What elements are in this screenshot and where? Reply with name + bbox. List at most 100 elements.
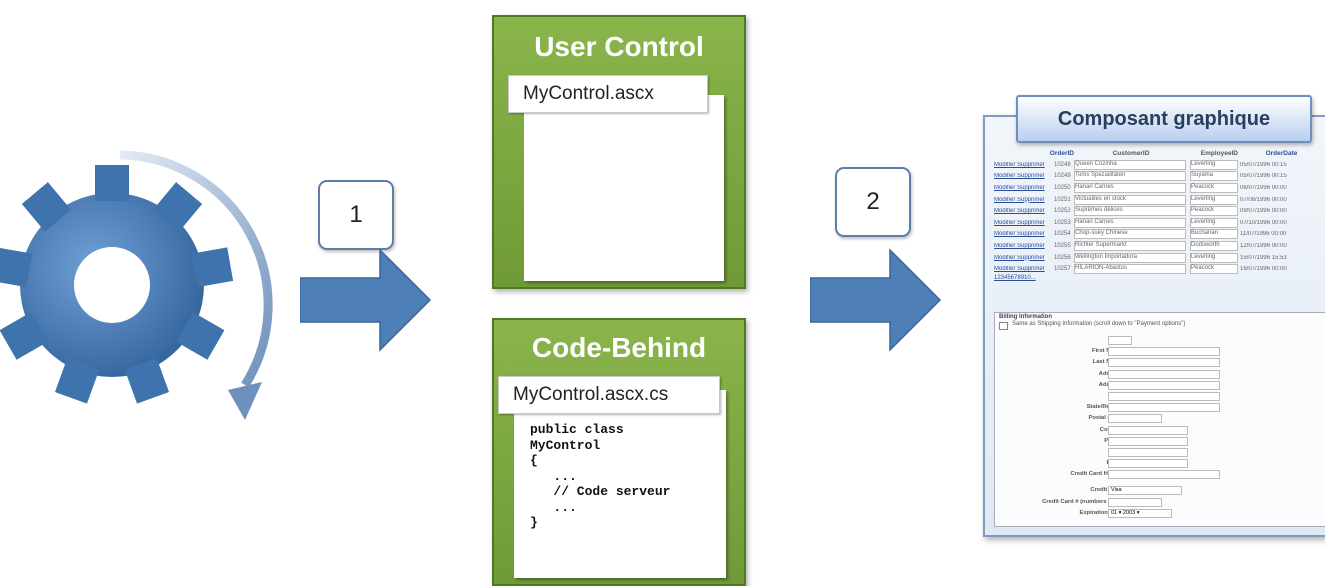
order-id-cell: 10250 — [1054, 184, 1071, 191]
same-as-shipping-checkbox[interactable] — [999, 322, 1008, 330]
customer-field[interactable]: Richter Supermarkt — [1074, 240, 1186, 251]
form-label: First Name — [1092, 348, 1122, 355]
arrow-right-icon — [810, 248, 942, 352]
order-id-cell: 10257 — [1054, 266, 1071, 273]
order-id-cell: 10249 — [1054, 173, 1071, 180]
user-control-file-tab: MyControl.ascx — [508, 75, 708, 113]
customer-field[interactable]: Hanari Carnes — [1074, 182, 1186, 193]
edit-delete-link[interactable]: Modifier Supprimer — [994, 231, 1045, 238]
order-id-cell: 10252 — [1054, 208, 1071, 215]
form-label: Fax — [1000, 449, 1122, 455]
user-control-page — [524, 95, 724, 281]
form-input[interactable] — [1108, 336, 1132, 345]
edit-delete-link[interactable]: Modifier Supprimer — [994, 219, 1045, 226]
form-input[interactable] — [1108, 436, 1188, 446]
employee-select[interactable]: Buchanan — [1190, 229, 1238, 240]
code-behind-title: Code-Behind — [531, 332, 707, 363]
order-date-cell: 16/07/1996 00:00 — [1240, 266, 1287, 273]
grid-pager[interactable]: 12345678910... — [994, 274, 1036, 281]
form-label: Country — [1000, 427, 1122, 433]
form-input[interactable] — [1108, 425, 1188, 435]
form-label: Credit Card # (numbers only) — [1042, 498, 1122, 505]
customer-field[interactable]: Victuailles en stock — [1074, 194, 1186, 205]
step-1-box: 1 — [318, 180, 394, 250]
form-label: City — [1000, 393, 1122, 399]
edit-delete-link[interactable]: Modifier Supprimer — [994, 184, 1045, 191]
form-input[interactable] — [1108, 470, 1220, 480]
edit-delete-link[interactable]: Modifier Supprimer — [994, 254, 1045, 261]
order-id-cell: 10254 — [1054, 231, 1071, 238]
code-behind-panel: Code-Behind MyControl.ascx.cs public cla… — [492, 318, 746, 586]
customer-field[interactable]: Wellington Importadora — [1074, 252, 1186, 263]
form-label: Email — [1000, 460, 1122, 466]
employee-select[interactable]: Leverling — [1190, 194, 1238, 205]
form-label: Title — [1000, 337, 1122, 343]
order-id-cell: 10256 — [1054, 254, 1071, 261]
form-input[interactable] — [1108, 392, 1220, 401]
grid-header: OrderID CustomerID EmployeeID OrderDate — [994, 150, 1325, 159]
edit-delete-link[interactable]: Modifier Supprimer — [994, 161, 1045, 168]
employee-select[interactable]: Leverling — [1190, 159, 1238, 170]
form-input[interactable] — [1108, 497, 1162, 507]
customer-field[interactable]: HILARION-Abastos — [1074, 264, 1186, 275]
form-label: Phone — [1000, 438, 1122, 444]
customer-field[interactable]: Hanari Carnes — [1074, 217, 1186, 228]
employee-select[interactable]: Suyama — [1190, 171, 1238, 182]
employee-select[interactable]: Peacock — [1190, 264, 1238, 275]
edit-delete-link[interactable]: Modifier Supprimer — [994, 196, 1045, 203]
form-input[interactable] — [1108, 459, 1188, 469]
edit-delete-link[interactable]: Modifier Supprimer — [994, 242, 1045, 249]
form-input[interactable]: 01 ▾ 2003 ▾ — [1108, 508, 1172, 518]
form-input[interactable]: Visa — [1108, 486, 1182, 496]
form-input[interactable] — [1108, 414, 1162, 424]
code-snippet: public class MyControl { ... // Code ser… — [530, 422, 671, 530]
form-input[interactable] — [1108, 347, 1220, 357]
customer-field[interactable]: Suprêmes délices — [1074, 206, 1186, 217]
order-date-cell: 07/10/1996 00:00 — [1240, 219, 1287, 226]
order-date-cell: 09/07/1996 00:00 — [1240, 208, 1287, 215]
form-label: Expiration Date — [1079, 509, 1122, 516]
form-input[interactable] — [1108, 380, 1220, 390]
order-id-cell: 10251 — [1054, 196, 1071, 203]
form-label: Credit Card Holder — [1070, 471, 1122, 478]
customer-field[interactable]: Queen Cozinha — [1074, 159, 1186, 170]
customer-field[interactable]: Chop-suey Chinese — [1074, 229, 1186, 240]
edit-delete-link[interactable]: Modifier Supprimer — [994, 208, 1045, 215]
code-behind-page — [514, 390, 726, 578]
edit-delete-link[interactable]: Modifier Supprimer — [994, 173, 1045, 180]
grid-header-orderdate[interactable]: OrderDate — [1265, 150, 1298, 157]
form-input[interactable] — [1108, 403, 1220, 413]
employee-select[interactable]: Peacock — [1190, 182, 1238, 193]
employee-select[interactable]: Peacock — [1190, 206, 1238, 217]
employee-select[interactable]: Dodsworth — [1190, 240, 1238, 251]
employee-select[interactable]: Leverling — [1190, 252, 1238, 263]
order-date-cell: 15/07/1996 15:53 — [1240, 254, 1287, 261]
form-input[interactable] — [1108, 448, 1188, 457]
composant-title: Composant graphique — [1016, 95, 1312, 143]
form-label: Last Name — [1092, 359, 1122, 366]
step-2-label: 2 — [866, 188, 880, 215]
order-date-cell: 05/07/1996 00:15 — [1240, 173, 1287, 180]
billing-title: Billing Information — [999, 314, 1052, 320]
form-label: Postal Code — [1088, 415, 1123, 422]
order-date-cell: 07/08/1996 00:00 — [1240, 196, 1287, 203]
form-input[interactable] — [1108, 358, 1220, 368]
edit-delete-link[interactable]: Modifier Supprimer — [994, 266, 1045, 273]
form-label: Address — [1000, 371, 1122, 377]
grid-header-orderid[interactable]: OrderID — [1049, 150, 1074, 157]
order-date-cell: 05/07/1996 00:15 — [1240, 161, 1287, 168]
user-control-panel: User Control MyControl.ascx — [492, 15, 746, 289]
employee-select[interactable]: Leverling — [1190, 217, 1238, 228]
gear-icon — [0, 150, 273, 420]
order-date-cell: 11/07/1996 00:00 — [1240, 231, 1287, 238]
customer-field[interactable]: Toms Spezialitäten — [1074, 171, 1186, 182]
step-2-box: 2 — [835, 167, 911, 237]
form-input[interactable] — [1108, 369, 1220, 379]
